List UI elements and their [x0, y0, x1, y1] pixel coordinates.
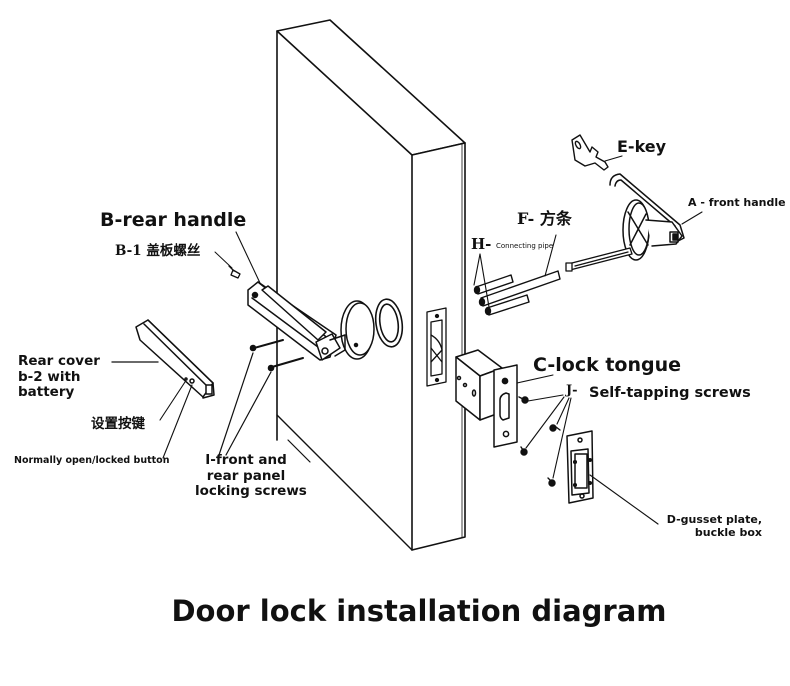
door-front-face — [277, 31, 412, 550]
label-gusset-line2: buckle box — [694, 525, 762, 539]
label-key: E-key — [617, 137, 667, 156]
label-square-bar: F- 方条 — [517, 209, 572, 228]
label-cover-screw: B-1 盖板螺丝 — [115, 243, 201, 259]
label-rear-handle: B-rear handle — [100, 209, 247, 231]
connecting-pipes — [473, 270, 561, 316]
label-normally-open-button: Normally open/locked button — [14, 455, 170, 466]
label-gusset-plate: D-gusset plate, buckle box — [630, 513, 762, 539]
label-locking-screws-line3: locking screws — [195, 483, 307, 500]
label-self-tapping-screws: Self-tapping screws — [589, 385, 751, 401]
spindle-bar — [565, 247, 633, 272]
locking-screws — [249, 339, 304, 372]
label-rear-cover-line2: b-2 with — [18, 368, 81, 385]
label-setting-button: 设置按键 — [91, 416, 145, 432]
label-locking-screws: I-front and rear panel locking screws — [195, 452, 307, 500]
label-self-tapping-prefix: J- — [566, 383, 578, 398]
latch-mortise — [426, 307, 447, 387]
label-rear-cover-line3: battery — [18, 384, 75, 401]
front-handle — [609, 173, 685, 261]
label-connecting-pipe-prefix: H- — [471, 235, 492, 253]
door — [276, 19, 466, 551]
label-front-handle: A - front handle — [688, 196, 786, 209]
gusset-plate — [566, 430, 594, 504]
key — [571, 134, 609, 171]
diagram-title: Door lock installation diagram — [171, 594, 667, 628]
lock-tongue — [455, 349, 518, 448]
label-locking-screws-line1: I-front and — [205, 452, 287, 468]
rear-handle — [247, 281, 375, 361]
spindle-hole — [374, 298, 404, 348]
label-rear-cover-line1: Rear cover — [18, 353, 100, 369]
label-rear-cover: Rear cover b-2 with battery — [18, 353, 100, 401]
door-bottom-edge — [276, 414, 413, 551]
self-tapping-screws — [518, 396, 561, 487]
rear-cover-battery — [135, 319, 215, 399]
label-gusset-line1: D-gusset plate, — [666, 513, 762, 526]
label-locking-screws-line2: rear panel — [206, 467, 286, 484]
label-connecting-pipe: Connecting pipe — [496, 242, 554, 250]
label-lock-tongue: C-lock tongue — [533, 354, 682, 376]
cover-screw — [214, 251, 241, 279]
